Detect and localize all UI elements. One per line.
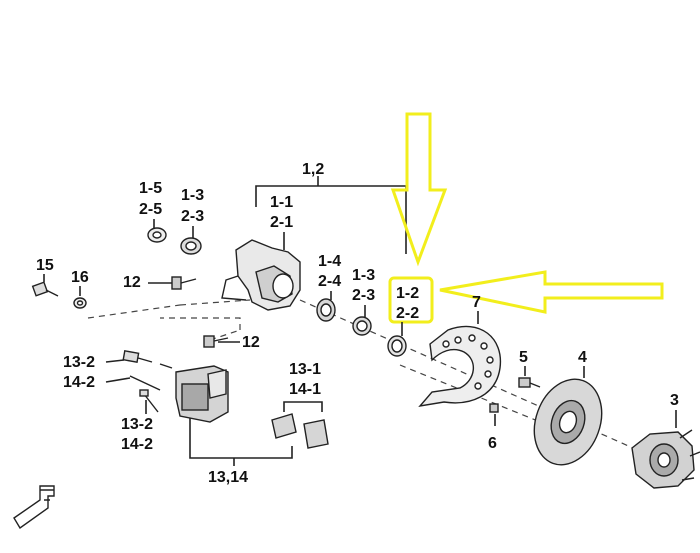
bracket-13-14 xyxy=(189,418,293,459)
label-2-3-top: 2-3 xyxy=(181,208,204,225)
label-1-2: 1,2 xyxy=(302,161,324,178)
label-6: 6 xyxy=(488,435,497,452)
bracket-1-2 xyxy=(255,185,407,254)
label-4: 4 xyxy=(578,349,587,366)
brake-shield-7 xyxy=(418,325,502,408)
label-1-1: 1-1 xyxy=(270,194,293,211)
brake-caliper xyxy=(175,365,229,423)
label-5: 5 xyxy=(519,349,528,366)
highlight-box-1-2 xyxy=(388,276,434,324)
bracket-13-1 xyxy=(283,401,323,412)
bolt-6 xyxy=(489,403,499,413)
label-1-3-top: 1-3 xyxy=(181,187,204,204)
label-1-3-right: 1-3 xyxy=(352,267,375,284)
label-2-1: 2-1 xyxy=(270,214,293,231)
label-1-2-highlight: 1-2 xyxy=(396,285,419,302)
bolt-12-lower xyxy=(203,335,229,348)
label-13-2-bottom: 13-2 xyxy=(121,416,153,433)
label-13-1: 13-1 xyxy=(289,361,321,378)
label-1-5: 1-5 xyxy=(139,180,162,197)
assembly-axis-line xyxy=(87,299,661,461)
highlight-arrow-left-icon xyxy=(439,270,664,314)
label-14-1: 14-1 xyxy=(289,381,321,398)
brake-disc-4 xyxy=(533,378,603,466)
brake-pads xyxy=(271,413,329,449)
caliper-pin xyxy=(129,363,173,391)
label-15: 15 xyxy=(36,257,54,274)
label-2-3-right: 2-3 xyxy=(352,287,375,304)
snap-ring-1-2 xyxy=(387,335,407,357)
washer-16 xyxy=(73,297,87,309)
bolt-15 xyxy=(31,281,59,297)
bleeder-screw xyxy=(122,350,153,363)
label-12-upper: 12 xyxy=(123,274,141,291)
label-7: 7 xyxy=(472,294,481,311)
seal-1-3-left xyxy=(180,237,202,255)
label-14-2-top: 14-2 xyxy=(63,374,95,391)
label-1-4: 1-4 xyxy=(318,253,341,270)
assembly-axis-line-2 xyxy=(160,317,561,431)
slide-pin xyxy=(139,389,159,413)
wheel-hub-3 xyxy=(631,429,700,489)
steering-knuckle xyxy=(221,239,301,311)
label-3: 3 xyxy=(670,392,679,409)
label-13-14: 13,14 xyxy=(208,469,248,486)
seal-1-3-right xyxy=(352,316,372,336)
bolt-12-upper xyxy=(171,276,197,290)
bolt-5 xyxy=(518,377,541,388)
label-13-2-top: 13-2 xyxy=(63,354,95,371)
label-2-5: 2-5 xyxy=(139,201,162,218)
label-12-lower: 12 xyxy=(242,334,260,351)
label-2-4: 2-4 xyxy=(318,273,341,290)
label-14-2-bottom: 14-2 xyxy=(121,436,153,453)
front-direction-icon xyxy=(13,485,55,530)
washer-1-5 xyxy=(147,227,167,243)
highlight-arrow-down-icon xyxy=(390,112,448,267)
label-16: 16 xyxy=(71,269,89,286)
bearing-1-4 xyxy=(316,298,336,322)
label-2-2-highlight: 2-2 xyxy=(396,305,419,322)
